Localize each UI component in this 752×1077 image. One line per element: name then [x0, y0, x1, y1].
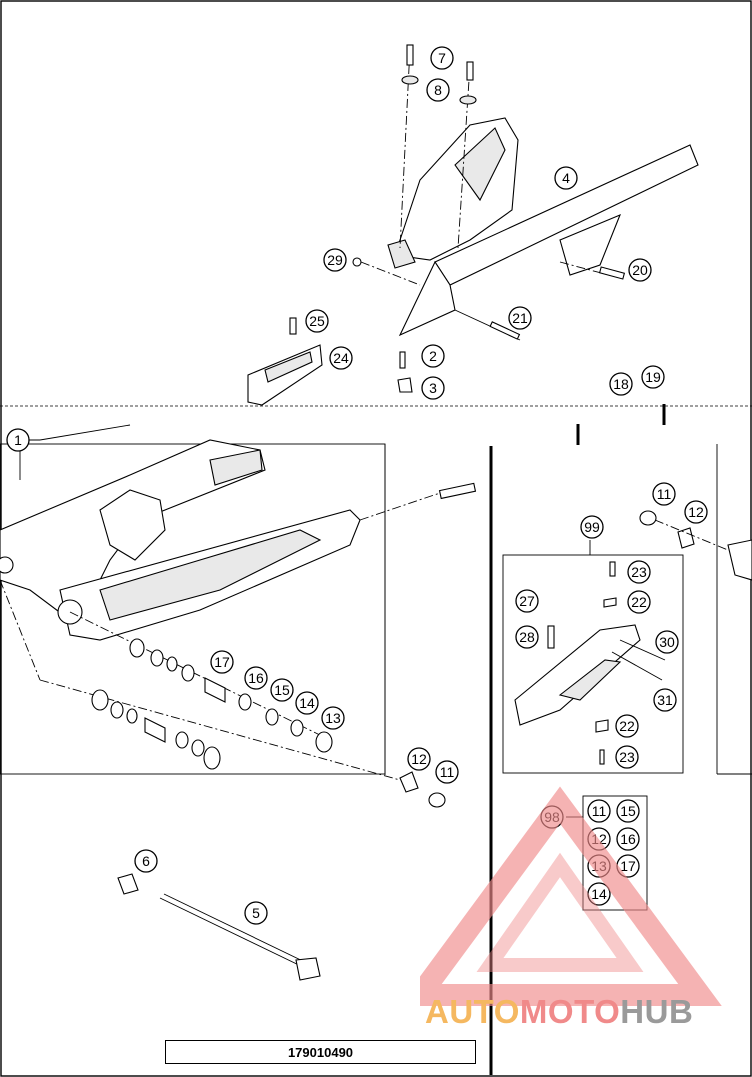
svg-text:6: 6: [142, 853, 150, 869]
callout-6: 6: [134, 849, 158, 873]
svg-text:27: 27: [519, 593, 535, 609]
svg-text:15: 15: [274, 682, 290, 698]
callout-29: 29: [323, 248, 347, 272]
callout-22-top: 22: [627, 590, 651, 614]
document-number-text: 179010490: [287, 1044, 354, 1060]
svg-text:13: 13: [591, 858, 607, 874]
svg-text:17: 17: [620, 858, 636, 874]
svg-text:12: 12: [411, 751, 427, 767]
chain-guide-kit-box: [502, 554, 684, 774]
svg-text:25: 25: [309, 313, 325, 329]
callout-3: 3: [421, 376, 445, 400]
svg-text:18: 18: [613, 376, 629, 392]
callout-13-kit: 13: [587, 854, 611, 878]
callout-18: 18: [609, 372, 633, 396]
svg-text:20: 20: [632, 262, 648, 278]
svg-text:28: 28: [519, 629, 535, 645]
callout-99: 99: [580, 515, 604, 539]
svg-text:13: 13: [325, 710, 341, 726]
svg-text:3: 3: [429, 380, 437, 396]
swingarm: [0, 439, 361, 641]
svg-text:22: 22: [631, 594, 647, 610]
svg-text:23: 23: [631, 564, 647, 580]
callout-22-bottom: 22: [615, 714, 639, 738]
callout-23-top: 23: [627, 560, 651, 584]
callout-25: 25: [305, 309, 329, 333]
callout-11-swingarm: 11: [435, 760, 459, 784]
svg-text:98: 98: [544, 809, 560, 825]
svg-text:16: 16: [620, 831, 636, 847]
svg-text:99: 99: [584, 519, 600, 535]
svg-text:30: 30: [659, 634, 675, 650]
chain-slider: [247, 344, 323, 406]
callout-13-swingarm: 13: [321, 706, 345, 730]
svg-text:24: 24: [333, 350, 349, 366]
callout-1: 1: [6, 428, 30, 452]
callout-8: 8: [426, 78, 450, 102]
callout-7: 7: [430, 46, 454, 70]
callout-27: 27: [515, 589, 539, 613]
callout-24: 24: [329, 346, 353, 370]
chain-guide: [514, 624, 641, 726]
callout-16-swingarm: 16: [244, 666, 268, 690]
callout-2: 2: [421, 344, 445, 368]
svg-text:2: 2: [429, 348, 437, 364]
callout-15-swingarm: 15: [270, 678, 294, 702]
callout-28: 28: [515, 625, 539, 649]
document-number: 179010490: [165, 1040, 476, 1064]
svg-text:29: 29: [327, 252, 343, 268]
svg-text:19: 19: [645, 369, 661, 385]
svg-text:31: 31: [657, 692, 673, 708]
svg-text:17: 17: [214, 654, 230, 670]
svg-text:21: 21: [512, 310, 528, 326]
svg-text:7: 7: [438, 50, 446, 66]
svg-text:1: 1: [14, 432, 22, 448]
svg-text:11: 11: [440, 764, 455, 780]
callout-12-swingarm: 12: [407, 747, 431, 771]
svg-text:11: 11: [657, 486, 672, 502]
callout-15-kit: 15: [616, 799, 640, 823]
callout-4: 4: [554, 166, 578, 190]
svg-text:11: 11: [592, 803, 607, 819]
callout-20: 20: [628, 258, 652, 282]
callout-14-swingarm: 14: [295, 691, 319, 715]
svg-text:15: 15: [620, 803, 636, 819]
svg-text:14: 14: [299, 695, 315, 711]
callout-11-kit: 11: [587, 799, 611, 823]
callout-21: 21: [508, 306, 532, 330]
callout-14-kit: 14: [587, 882, 611, 906]
svg-text:4: 4: [562, 170, 570, 186]
callout-5: 5: [244, 901, 268, 925]
svg-text:23: 23: [619, 749, 635, 765]
callout-16-kit: 16: [616, 827, 640, 851]
svg-text:14: 14: [591, 886, 607, 902]
callout-19: 19: [641, 365, 665, 389]
callout-98: 98: [540, 805, 564, 829]
watermark-text: AUTOMOTOHUB: [425, 993, 694, 1030]
callout-12-kit: 12: [587, 827, 611, 851]
callout-23-bottom: 23: [615, 745, 639, 769]
callout-12-right: 12: [684, 500, 708, 524]
callout-17-kit: 17: [616, 854, 640, 878]
svg-text:12: 12: [591, 831, 607, 847]
callout-30: 30: [655, 630, 679, 654]
callout-17-swingarm: 17: [210, 650, 234, 674]
svg-text:8: 8: [434, 82, 442, 98]
callout-11-right: 11: [652, 482, 676, 506]
svg-text:5: 5: [252, 905, 260, 921]
chain-guard: [387, 117, 699, 337]
svg-text:16: 16: [248, 670, 264, 686]
svg-text:22: 22: [619, 718, 635, 734]
callout-31: 31: [653, 688, 677, 712]
svg-text:12: 12: [688, 504, 704, 520]
